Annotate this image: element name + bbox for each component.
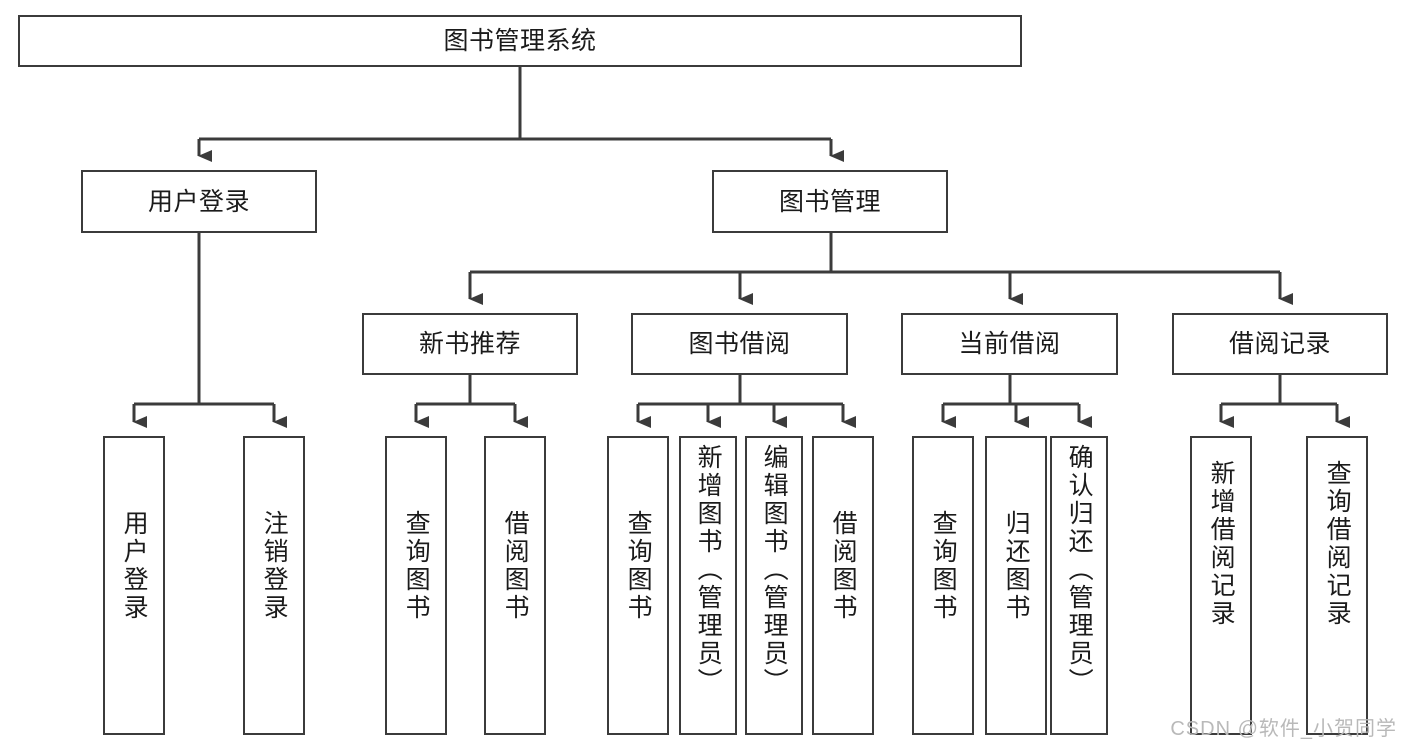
node-leaf-query-borrow-record[interactable]: 查询借阅记录 [1306, 436, 1368, 735]
node-leaf-borrow-book-recommend[interactable]: 借阅图书 [484, 436, 546, 735]
node-leaf-query-book-current[interactable]: 查询图书 [912, 436, 974, 735]
node-current-borrow[interactable]: 当前借阅 [901, 313, 1118, 375]
node-label: 新增借阅记录 [1207, 460, 1236, 628]
node-label: 图书借阅 [688, 330, 791, 358]
node-label: 借阅图书 [829, 510, 858, 622]
node-label: 归还图书 [1002, 510, 1031, 622]
node-leaf-return-book[interactable]: 归还图书 [985, 436, 1047, 735]
node-label: 用户登录 [120, 510, 149, 622]
node-label: 新增图书（管理员） [694, 444, 723, 696]
node-label: 当前借阅 [958, 330, 1061, 358]
node-book-borrow[interactable]: 图书借阅 [631, 313, 848, 375]
node-label: 注销登录 [260, 510, 289, 622]
node-root[interactable]: 图书管理系统 [18, 15, 1022, 67]
node-label: 查询图书 [402, 510, 431, 622]
node-leaf-borrow-book[interactable]: 借阅图书 [812, 436, 874, 735]
node-new-book-recommend[interactable]: 新书推荐 [362, 313, 578, 375]
node-label: 用户登录 [147, 187, 250, 216]
node-label: 借阅图书 [501, 510, 530, 622]
node-leaf-confirm-return[interactable]: 确认归还（管理员） [1050, 436, 1108, 735]
node-label: 新书推荐 [418, 330, 521, 358]
csdn-watermark: CSDN @软件_小贺同学 [1170, 718, 1397, 740]
node-leaf-logout-login[interactable]: 注销登录 [243, 436, 305, 735]
node-user-login[interactable]: 用户登录 [81, 170, 317, 233]
node-label: 借阅记录 [1228, 330, 1331, 358]
node-label: 查询图书 [624, 510, 653, 622]
node-label: 图书管理系统 [443, 27, 597, 55]
node-borrow-record[interactable]: 借阅记录 [1172, 313, 1388, 375]
node-label: 查询借阅记录 [1323, 460, 1352, 628]
node-leaf-query-book-recommend[interactable]: 查询图书 [385, 436, 447, 735]
node-leaf-edit-book[interactable]: 编辑图书（管理员） [745, 436, 803, 735]
node-label: 查询图书 [929, 510, 958, 622]
node-book-manage[interactable]: 图书管理 [712, 170, 948, 233]
node-label: 编辑图书（管理员） [760, 444, 789, 696]
node-leaf-query-book-borrow[interactable]: 查询图书 [607, 436, 669, 735]
node-leaf-user-login[interactable]: 用户登录 [103, 436, 165, 735]
node-leaf-add-borrow-record[interactable]: 新增借阅记录 [1190, 436, 1252, 735]
node-label: 图书管理 [778, 187, 881, 216]
node-label: 确认归还（管理员） [1065, 444, 1094, 696]
node-leaf-add-book[interactable]: 新增图书（管理员） [679, 436, 737, 735]
